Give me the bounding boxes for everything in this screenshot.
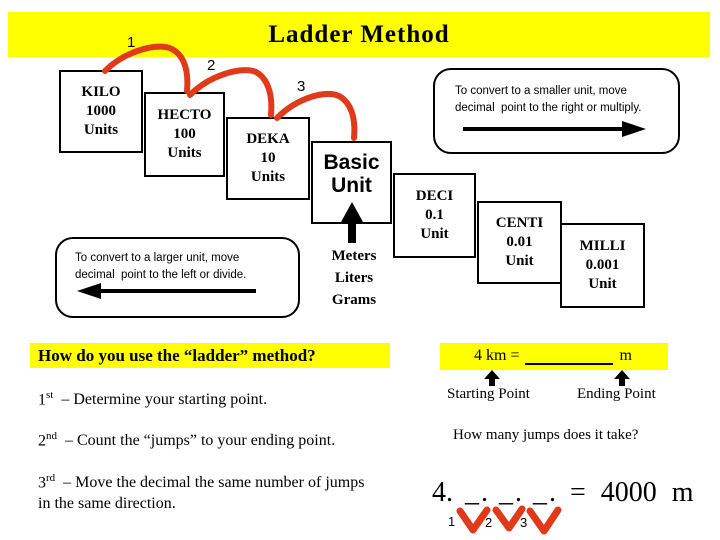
ladder-box-centi: CENTI 0.01 Unit — [477, 201, 562, 284]
callout-larger-line2: decimal point to the left or divide. — [75, 269, 247, 281]
step-2-ordinal: 2 — [38, 432, 46, 450]
ending-point-arrow-icon — [614, 370, 630, 386]
step-1-ordinal-suffix: st — [46, 389, 54, 401]
box-value-label: 10 — [260, 150, 276, 166]
box-unit-label: Unit — [588, 276, 617, 292]
callout-larger-line1: To convert to a larger unit, move — [75, 252, 240, 264]
solution-jump-number-3: 3 — [520, 515, 528, 530]
liters-label: Liters — [334, 270, 374, 286]
step-1-ordinal: 1 — [38, 391, 46, 409]
solution-jump-number-2: 2 — [485, 515, 493, 530]
step-3-ordinal: 3 — [38, 474, 46, 492]
grams-label: Grams — [331, 292, 377, 308]
starting-point-label: Starting Point — [447, 386, 530, 402]
step-2-text: – Count the “jumps” to your ending point… — [65, 432, 336, 450]
box-value-label: 0.01 — [506, 234, 533, 250]
box-value-label: 0.001 — [585, 257, 620, 273]
ladder-box-kilo: KILO 1000 Units — [59, 70, 143, 153]
box-name-label: MILLI — [579, 238, 626, 254]
box-name-label: DEKA — [246, 131, 290, 147]
jump-label-1: 1 — [127, 34, 136, 51]
step-1: 1st – Determine your starting point. — [38, 385, 376, 410]
jump-check-3-icon — [526, 506, 562, 535]
ladder-box-milli: MILLI 0.001 Unit — [560, 223, 645, 308]
problem-answer-blank — [525, 348, 614, 365]
how-to-heading: How do you use the “ladder” method? — [30, 343, 390, 368]
problem-prompt: 4 km = m — [440, 343, 668, 370]
box-unit-label: Units — [83, 122, 119, 138]
basic-unit-line2: Unit — [331, 174, 372, 197]
meters-label: Meters — [331, 248, 377, 264]
problem-prompt-lhs: 4 km = — [474, 347, 520, 364]
box-name-label: DECI — [415, 188, 454, 204]
step-2: 2nd – Count the “jumps” to your ending p… — [38, 426, 376, 451]
solution-rhs: = 4000 m — [570, 477, 694, 508]
box-name-label: CENTI — [495, 215, 544, 231]
callout-smaller-unit: To convert to a smaller unit, move decim… — [433, 68, 680, 154]
solution-equation: 4. _. _. _. = 4000 m — [432, 477, 694, 509]
basic-unit-examples: Meters Liters Grams — [315, 245, 393, 311]
box-unit-label: Units — [167, 145, 202, 161]
step-2-ordinal-suffix: nd — [46, 430, 57, 442]
box-value-label: 1000 — [86, 103, 116, 119]
ladder-box-deka: DEKA 10 Units — [226, 117, 310, 200]
jump-label-3: 3 — [297, 78, 306, 95]
step-3-ordinal-suffix: rd — [46, 472, 56, 484]
ending-point-label: Ending Point — [577, 386, 656, 402]
step-1-text: – Determine your starting point. — [61, 391, 268, 409]
problem-prompt-unit: m — [619, 347, 632, 364]
callout-smaller-line1: To convert to a smaller unit, move — [455, 85, 627, 97]
box-unit-label: Units — [250, 169, 286, 185]
callout-larger-unit: To convert to a larger unit, move decima… — [55, 237, 300, 318]
jump-check-2-icon — [492, 505, 526, 532]
page-title: Ladder Method — [268, 20, 450, 48]
starting-point-arrow-icon — [484, 370, 500, 386]
box-unit-label: Unit — [505, 253, 534, 269]
solution-jump-number-1: 1 — [448, 514, 456, 529]
box-name-label: KILO — [81, 84, 121, 100]
ladder-box-basic-unit: Basic Unit — [311, 141, 392, 224]
solution-lhs: 4. — [432, 477, 453, 508]
jump-label-2: 2 — [207, 57, 216, 74]
solution-blanks: _. _. _. — [465, 477, 558, 508]
box-value-label: 100 — [173, 126, 196, 142]
box-name-label: HECTO — [157, 107, 212, 123]
jump-check-1-icon — [456, 506, 491, 534]
box-value-label: 0.1 — [425, 207, 444, 223]
basic-unit-line1: Basic — [323, 151, 380, 174]
step-3: 3rd – Move the decimal the same number o… — [38, 468, 376, 514]
box-unit-label: Unit — [420, 226, 449, 242]
callout-smaller-line2: decimal point to the right or multiply. — [455, 102, 642, 114]
step-3-text: – Move the decimal the same number of ju… — [38, 474, 365, 513]
jumps-question: How many jumps does it take? — [453, 427, 639, 443]
title-banner: Ladder Method — [8, 12, 710, 57]
ladder-box-deci: DECI 0.1 Unit — [393, 173, 476, 258]
ladder-box-hecto: HECTO 100 Units — [144, 92, 225, 177]
